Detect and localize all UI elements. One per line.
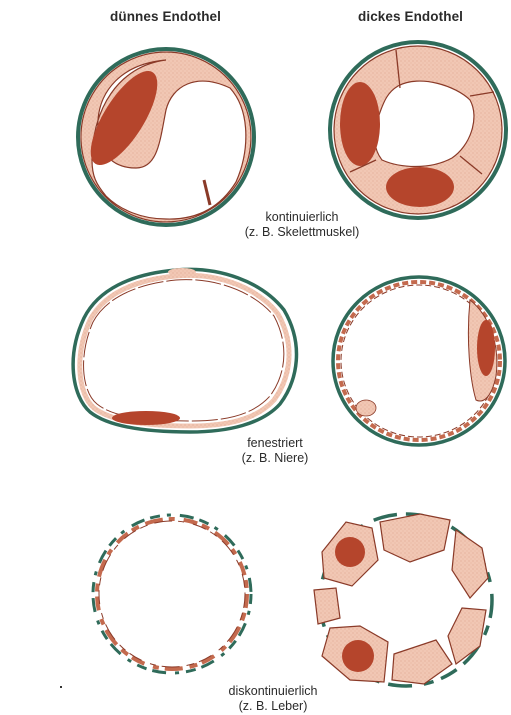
endothelial-fragments — [97, 519, 247, 669]
endothelial-cell — [448, 608, 486, 664]
nucleus — [340, 82, 380, 166]
nucleus — [112, 411, 180, 425]
discontinuous-thin-capillary — [93, 515, 251, 673]
label-fenestrated: fenestriert (z. B. Niere) — [225, 436, 325, 466]
label-example: (z. B. Niere) — [225, 451, 325, 466]
nucleus — [477, 320, 495, 376]
label-example: (z. B. Skelettmuskel) — [232, 225, 372, 240]
fenestrated-thin-capillary — [73, 268, 296, 432]
continuous-thick-capillary — [330, 42, 506, 218]
endothelial-lining-edge — [84, 280, 284, 421]
endothelial-cell — [314, 588, 340, 624]
endothelial-cell — [452, 530, 488, 598]
label-type: diskontinuierlich — [208, 684, 338, 699]
nucleus — [342, 640, 374, 672]
endothelial-cell — [380, 514, 450, 562]
nucleus — [335, 537, 365, 567]
nucleus — [386, 167, 454, 207]
cell-junction — [204, 180, 210, 205]
discontinuous-thick-capillary — [314, 514, 492, 686]
continuous-thin-capillary — [78, 49, 254, 225]
cell-bulge — [168, 268, 196, 276]
basal-lamina-fragments — [93, 515, 251, 673]
stray-dot — [60, 686, 62, 688]
label-type: fenestriert — [225, 436, 325, 451]
cell-bulge — [356, 400, 376, 416]
endothelial-fragments-edge — [99, 521, 245, 667]
label-example: (z. B. Leber) — [208, 699, 338, 714]
label-continuous: kontinuierlich (z. B. Skelettmuskel) — [232, 210, 372, 240]
fenestrated-thick-capillary — [333, 277, 505, 445]
label-discontinuous: diskontinuierlich (z. B. Leber) — [208, 684, 338, 714]
label-type: kontinuierlich — [232, 210, 372, 225]
